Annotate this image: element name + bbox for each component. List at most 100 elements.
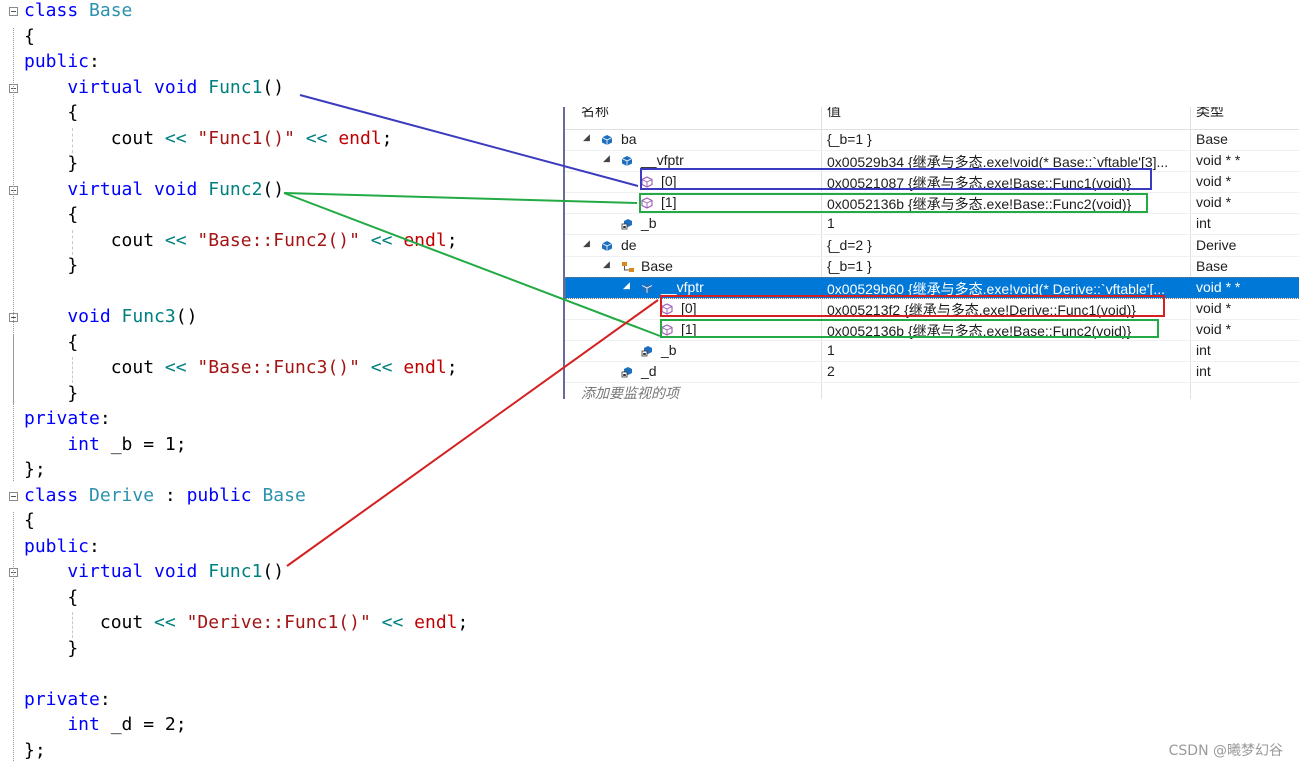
watch-value[interactable]: 0x00529b34 {继承与多态.exe!void(* Base::`vfta… xyxy=(827,154,1169,171)
code-token: { xyxy=(24,204,79,225)
red-highlight-box xyxy=(660,295,1165,317)
code-token: void xyxy=(24,306,122,327)
code-token: Base xyxy=(262,484,306,506)
watch-name: _d xyxy=(641,363,657,380)
code-text: cout << "Base::Func3()" << endl; xyxy=(24,357,458,379)
code-token: () xyxy=(175,306,198,327)
expand-toggle-icon[interactable]: ◢ xyxy=(583,237,590,248)
code-token: "Base::Func3()" xyxy=(197,357,360,378)
fold-region-line xyxy=(13,588,14,659)
watch-value[interactable]: 0x005213f2 {继承与多态.exe!Derive::Func1(void… xyxy=(827,301,1136,318)
code-token: Func1 xyxy=(208,561,263,582)
watch-row[interactable]: ◢ba{_b=1 }Base xyxy=(565,129,1299,151)
column-separator[interactable] xyxy=(1190,107,1191,399)
code-text: private: xyxy=(24,689,111,711)
code-text: { xyxy=(24,102,78,124)
cube-icon xyxy=(641,281,653,293)
fold-toggle-icon[interactable] xyxy=(9,7,18,16)
watch-type: int xyxy=(1196,342,1211,358)
code-token: public xyxy=(186,484,263,506)
code-token: class xyxy=(24,0,90,21)
watch-value[interactable]: 0x0052136b {继承与多态.exe!Base::Func2(void)} xyxy=(827,322,1132,339)
code-token: endl xyxy=(403,229,447,251)
watch-value[interactable]: {_b=1 } xyxy=(827,131,872,147)
watch-row[interactable]: [1]0x0052136b {继承与多态.exe!Base::Func2(voi… xyxy=(565,319,1299,341)
code-token: ; xyxy=(381,127,393,149)
watch-type: void * xyxy=(1196,194,1232,211)
code-token: : xyxy=(89,51,100,72)
code-text: virtual void Func1() xyxy=(24,561,284,583)
code-text: { xyxy=(24,332,78,354)
field-lock-icon xyxy=(621,365,633,378)
value-column-header[interactable]: 值 xyxy=(827,107,841,119)
green-highlight-box xyxy=(639,193,1148,213)
fold-toggle-icon[interactable] xyxy=(9,491,18,501)
watch-type: void * xyxy=(1196,299,1232,316)
code-token: }; xyxy=(24,739,46,761)
watch-value[interactable]: {_b=1 } xyxy=(827,257,872,274)
code-editor[interactable]: class Base{public: virtual void Func1() … xyxy=(0,0,560,768)
watch-value[interactable]: 1 xyxy=(827,342,835,358)
code-text: public: xyxy=(24,51,100,73)
code-token: endl xyxy=(414,612,458,633)
watch-type: Base xyxy=(1196,257,1228,274)
code-token: int xyxy=(24,433,111,455)
code-text: { xyxy=(24,510,35,532)
watch-row[interactable]: [0]0x00521087 {继承与多态.exe!Base::Func1(voi… xyxy=(565,171,1299,194)
code-token: } xyxy=(24,153,79,174)
watch-row[interactable]: ◢Base{_b=1 }Base xyxy=(565,256,1299,278)
column-separator[interactable] xyxy=(821,107,822,399)
indent-guide xyxy=(72,612,73,638)
expand-toggle-icon[interactable]: ◢ xyxy=(583,132,590,142)
expand-toggle-icon[interactable]: ◢ xyxy=(603,153,610,164)
cube-icon xyxy=(601,239,613,251)
code-token: { xyxy=(24,25,35,47)
code-token: _d = 2; xyxy=(110,714,187,735)
pointer-cube-icon xyxy=(641,175,653,188)
watch-value[interactable]: 2 xyxy=(827,363,835,380)
field-lock-icon xyxy=(641,344,653,357)
watch-value[interactable]: {_d=2 } xyxy=(827,236,872,253)
watch-type: void * xyxy=(1196,173,1232,190)
code-token: } xyxy=(24,255,79,276)
code-token: << xyxy=(164,357,198,378)
code-token: ; xyxy=(446,229,458,251)
watch-name: __vfptr xyxy=(661,278,704,295)
code-token: << xyxy=(164,229,198,251)
type-column-header[interactable]: 类型 xyxy=(1196,107,1224,119)
pointer-cube-icon xyxy=(661,323,673,336)
code-token: : xyxy=(89,535,100,557)
code-text: } xyxy=(24,153,78,175)
indent-guide xyxy=(72,229,73,255)
code-text: }; xyxy=(24,740,46,762)
code-text: } xyxy=(24,638,78,660)
base-class-icon xyxy=(621,260,634,272)
code-token: cout xyxy=(24,612,155,633)
watch-name: _b xyxy=(641,215,657,232)
code-text: virtual void Func2() xyxy=(24,179,284,201)
add-watch-item[interactable]: 添加要监视的项 xyxy=(581,385,679,399)
name-column-header[interactable]: 名称 xyxy=(581,107,609,119)
code-token: << xyxy=(154,612,187,633)
watch-value[interactable]: 1 xyxy=(827,215,835,232)
watch-value[interactable]: 0x00529b60 {继承与多态.exe!void(* Derive::`vf… xyxy=(827,280,1166,297)
expand-toggle-icon[interactable]: ◢ xyxy=(623,279,630,290)
code-token: << xyxy=(370,612,415,633)
indent-guide xyxy=(72,357,73,383)
watch-row[interactable]: [1]0x0052136b {继承与多态.exe!Base::Func2(voi… xyxy=(565,192,1299,215)
code-text: { xyxy=(24,204,78,226)
watch-type: Base xyxy=(1196,131,1228,147)
watch-value[interactable]: 0x0052136b {继承与多态.exe!Base::Func2(void)} xyxy=(827,196,1132,213)
code-token: private xyxy=(24,408,100,429)
code-text: int _b = 1; xyxy=(24,433,186,456)
watch-row[interactable]: ◢de{_d=2 }Derive xyxy=(565,235,1299,257)
code-token: << xyxy=(164,127,198,149)
expand-toggle-icon[interactable]: ◢ xyxy=(603,258,610,269)
code-token: public xyxy=(24,51,90,72)
watch-value[interactable]: 0x00521087 {继承与多态.exe!Base::Func1(void)} xyxy=(827,175,1132,192)
